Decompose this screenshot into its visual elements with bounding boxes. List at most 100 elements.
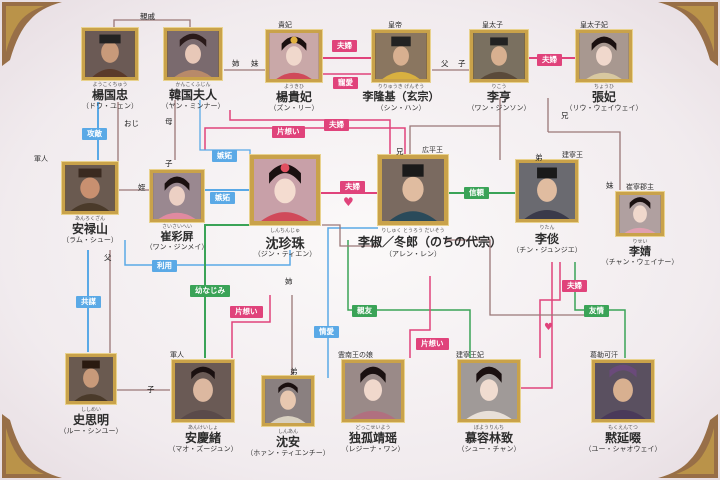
actor: （チャン・ウェイナー） bbox=[601, 258, 679, 266]
line-litan-murong2 bbox=[539, 262, 561, 358]
label-oji: おじ bbox=[124, 119, 139, 128]
label-osananajimi: 幼なじみ bbox=[190, 285, 230, 297]
name: 黙延啜 bbox=[604, 431, 641, 445]
portrait-murong bbox=[458, 360, 520, 422]
role-label: 霊南王の娘 bbox=[338, 351, 373, 359]
ruby: りせい bbox=[632, 239, 648, 245]
name: 李隆基（玄宗） bbox=[362, 90, 440, 103]
portrait-shi-siming bbox=[66, 354, 116, 404]
label-riyou: 利用 bbox=[152, 260, 177, 272]
portrait-an-qingxu bbox=[172, 360, 234, 422]
ornament-bottom-left bbox=[2, 414, 62, 478]
ruby: もくえんてつ bbox=[608, 425, 638, 431]
label-chouai: 寵愛 bbox=[333, 77, 358, 89]
actor: （ドウ・ユェン） bbox=[82, 102, 138, 110]
portrait-an-lushan bbox=[62, 162, 118, 214]
label-ko: 子 bbox=[458, 59, 466, 68]
line-dugu-lichu-kataomoi bbox=[409, 276, 431, 358]
actor: （ズン・リー） bbox=[269, 104, 319, 112]
name: 史思明 bbox=[72, 413, 109, 427]
label-fuufu-prince: 夫婦 bbox=[537, 54, 562, 66]
actor: （ワン・ジンソン） bbox=[467, 104, 531, 112]
actor: （ヤン・ミンナー） bbox=[161, 102, 225, 110]
ruby: しんちんじゅ bbox=[269, 228, 300, 234]
actor: （マオ・ズージュン） bbox=[168, 445, 238, 453]
label-ani-liheng: 兄 bbox=[561, 111, 569, 120]
role-label: 広平王 bbox=[422, 146, 443, 154]
label-fuufu-emperor: 夫婦 bbox=[332, 40, 357, 52]
ruby: りしゅく とうろう だいそう bbox=[381, 228, 445, 234]
role-label: 建寧王 bbox=[562, 151, 583, 159]
ruby: さいさいへい bbox=[161, 224, 192, 230]
label-imouto-lijing: 妹 bbox=[606, 181, 614, 190]
name: 李婧 bbox=[629, 245, 651, 258]
label-shitto-top: 嫉妬 bbox=[212, 150, 237, 162]
heart-icon-main: ♥ bbox=[343, 195, 354, 209]
role-label: 皇太子 bbox=[482, 21, 503, 29]
name: 安禄山 bbox=[71, 222, 108, 236]
portrait-mo-yanchuo bbox=[592, 360, 654, 422]
label-otouto2: 弟 bbox=[290, 367, 298, 376]
role-label: 葛勒可汗 bbox=[590, 351, 618, 359]
label-kyoubou: 共謀 bbox=[76, 296, 101, 308]
portrait-li-tan bbox=[516, 160, 578, 222]
label-shinyuu: 親友 bbox=[352, 305, 377, 317]
portrait-li-chu bbox=[378, 155, 448, 225]
label-ane: 姉 bbox=[232, 59, 240, 68]
portrait-hanguo bbox=[164, 28, 222, 80]
ruby: あんけいしょ bbox=[187, 425, 218, 431]
label-yuujou: 友情 bbox=[584, 305, 609, 317]
role-label: 軍人 bbox=[170, 351, 184, 359]
line-anlushan-shen bbox=[124, 240, 291, 266]
label-kataomoi-qingxu: 片想い bbox=[230, 306, 263, 318]
label-kataomoi-guifei: 片想い bbox=[272, 126, 305, 138]
line-liheng-sons bbox=[409, 98, 549, 160]
name: 慕容林致 bbox=[464, 431, 513, 445]
portrait-zhang bbox=[576, 30, 632, 82]
ornament-top-right bbox=[658, 2, 718, 66]
name: 李俶／冬郎（のちの代宗） bbox=[358, 235, 503, 249]
ruby: かんこくふじん bbox=[175, 82, 211, 88]
ruby: ちょうひ bbox=[593, 84, 614, 90]
label-otouto: 弟 bbox=[535, 153, 543, 162]
line-qingxu-shen-kataomoi bbox=[231, 295, 271, 358]
name: 李亨 bbox=[486, 90, 511, 104]
ruby: しんあん bbox=[277, 429, 298, 435]
line-lichu-murong bbox=[347, 240, 471, 358]
actor: （ラム・シュー） bbox=[62, 236, 118, 244]
role-label: 建寧王妃 bbox=[456, 351, 484, 359]
label-ko3: 子 bbox=[147, 385, 155, 394]
line-liheng-lijing bbox=[548, 131, 621, 190]
name: 独孤靖瑶 bbox=[348, 431, 397, 445]
portrait-shen-an bbox=[262, 376, 314, 426]
ruby: りたん bbox=[539, 225, 555, 231]
label-haha: 母 bbox=[165, 117, 173, 126]
role-label: 皇太子妃 bbox=[580, 21, 608, 29]
ruby: りりゅうき げんそう bbox=[377, 84, 425, 90]
role-label: 崔寧郡主 bbox=[626, 183, 654, 191]
label-shinseki: 親戚 bbox=[140, 12, 155, 21]
portrait-yang-guozhong bbox=[82, 28, 138, 80]
actor: （レジーナ・ワン） bbox=[341, 445, 405, 453]
name: 李倓 bbox=[534, 232, 559, 246]
label-shitto: 嫉妬 bbox=[210, 192, 235, 204]
label-fuufu-main: 夫婦 bbox=[340, 181, 365, 193]
name: 崔彩屏 bbox=[160, 230, 194, 243]
actor: （リウ・ウェイウェイ） bbox=[565, 104, 643, 112]
ornament-bottom-right bbox=[658, 414, 718, 478]
name: 安慶緒 bbox=[184, 431, 221, 445]
line-osananajimi bbox=[204, 224, 250, 358]
portrait-xuanzong bbox=[372, 30, 430, 82]
label-shinrai: 信頼 bbox=[464, 187, 489, 199]
ornament-top-left bbox=[2, 2, 62, 66]
line-guifei-kataomoi bbox=[229, 110, 391, 155]
actor: （シュー・チャン） bbox=[457, 445, 521, 453]
name: 韓国夫人 bbox=[168, 88, 217, 102]
name: 張妃 bbox=[591, 90, 616, 104]
actor: （シン・ハン） bbox=[376, 104, 426, 112]
label-chichi: 父 bbox=[441, 59, 449, 68]
ruby: りこう bbox=[491, 84, 507, 90]
portrait-li-heng bbox=[470, 30, 528, 82]
ruby: ししめい bbox=[80, 407, 101, 413]
